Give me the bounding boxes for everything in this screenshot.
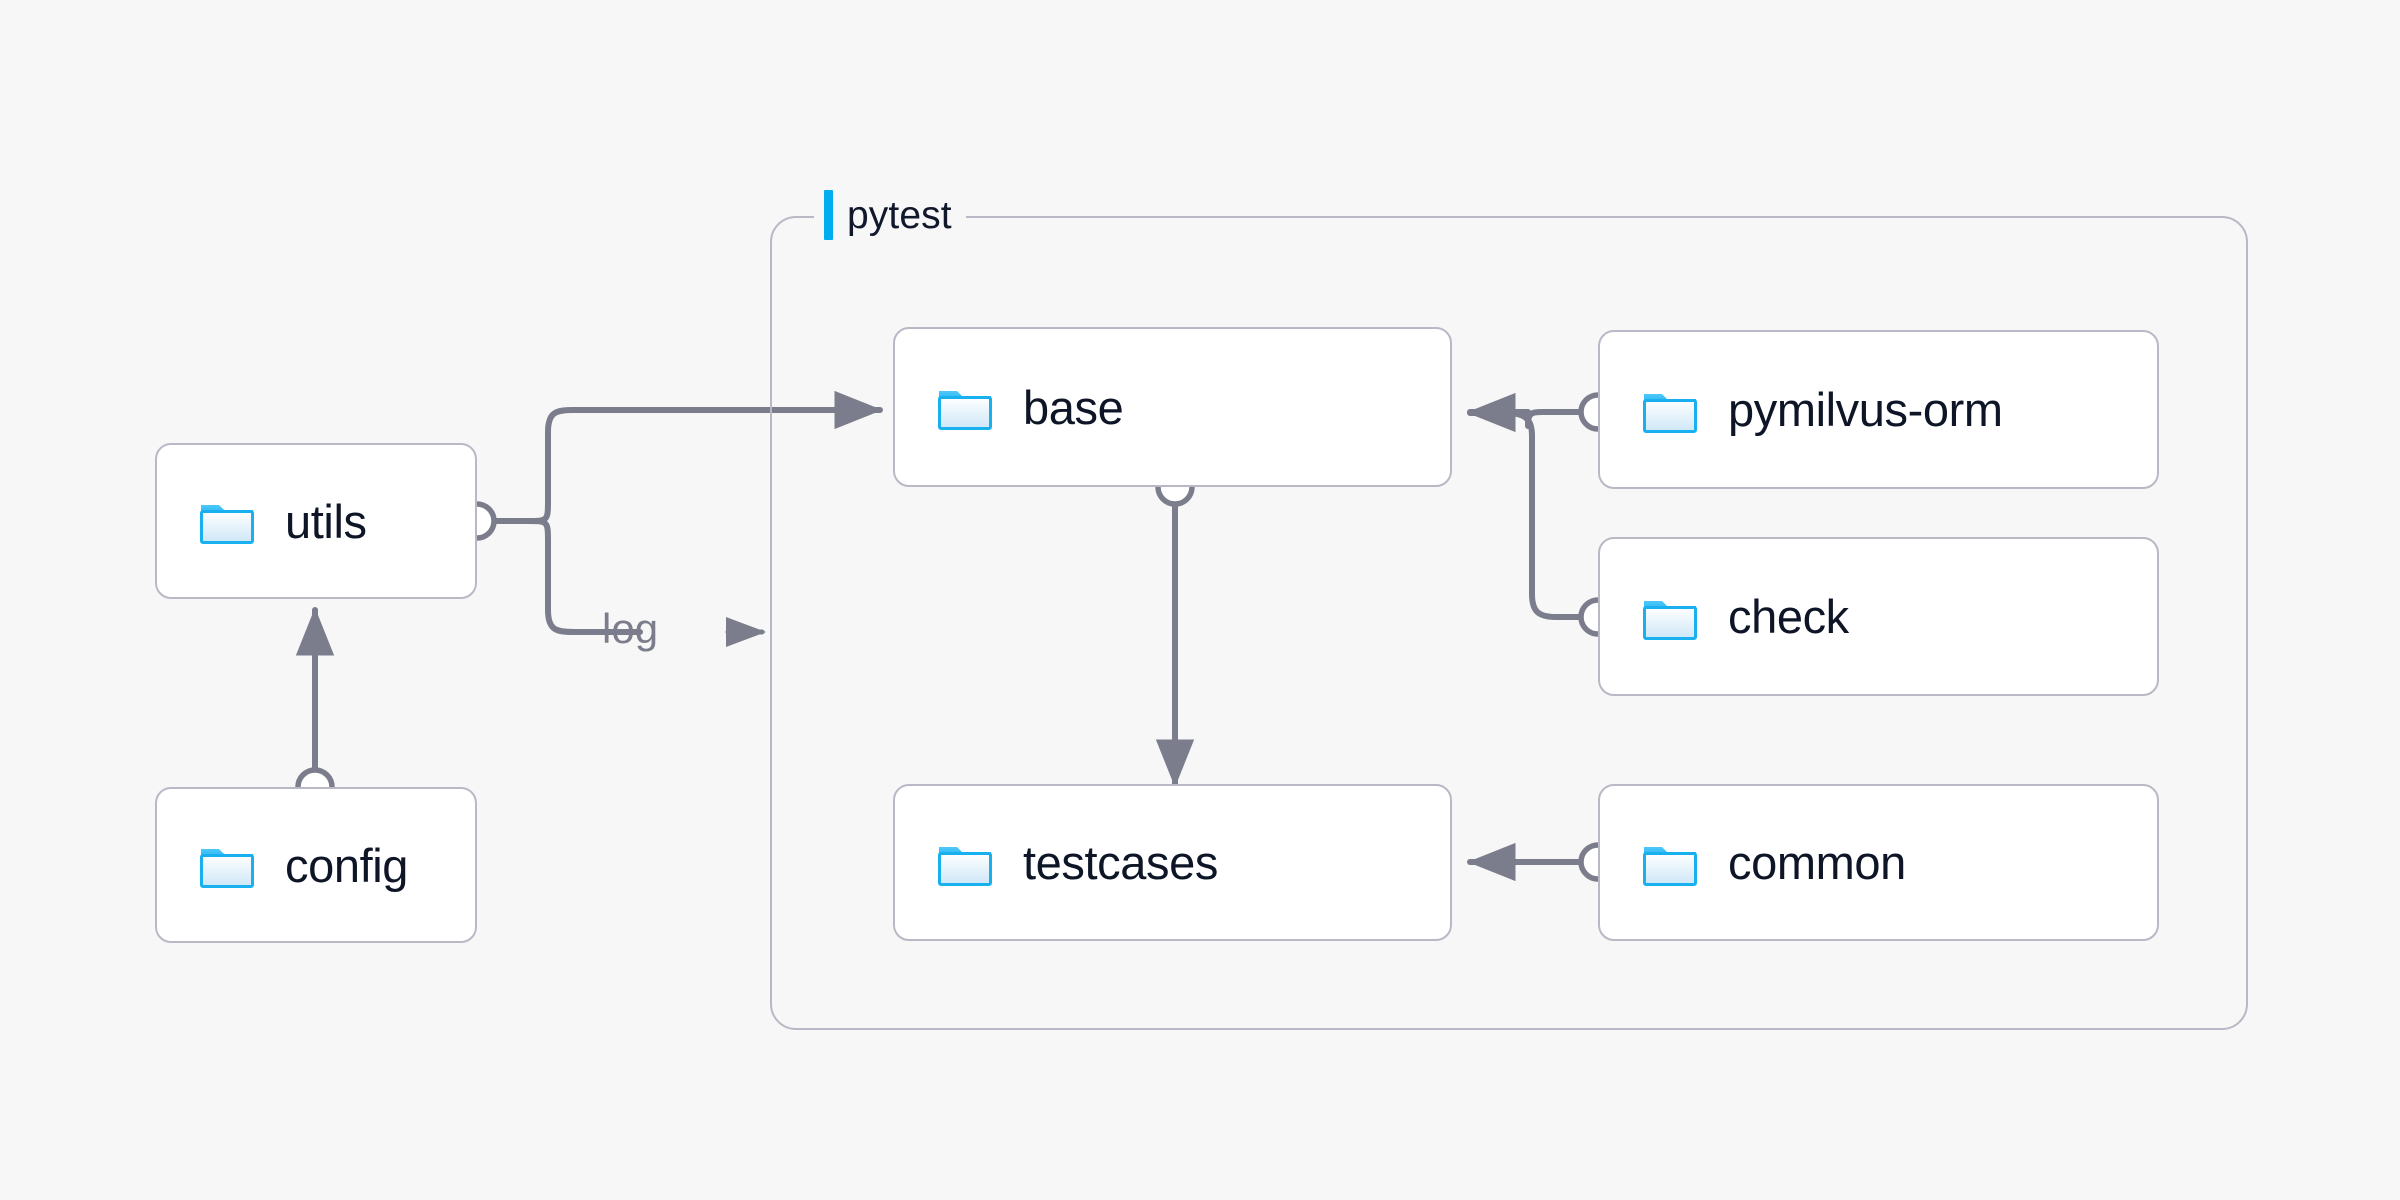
group-pytest-label: pytest [847,193,952,237]
folder-icon [938,391,992,430]
node-testcases[interactable]: testcases [893,784,1452,941]
folder-icon [200,849,254,888]
node-testcases-label: testcases [1023,836,1218,889]
node-utils[interactable]: utils [155,443,477,599]
node-base-label: base [1023,380,1124,434]
folder-icon [1643,846,1697,886]
node-base[interactable]: base [893,327,1452,487]
group-pytest-label-wrap: pytest [814,188,966,242]
node-common[interactable]: common [1598,784,2159,941]
node-pymilvus-orm[interactable]: pymilvus-orm [1598,330,2159,489]
node-pymilvus-orm-label: pymilvus-orm [1728,383,2003,436]
node-check[interactable]: check [1598,537,2159,696]
folder-icon [938,846,992,886]
edge-label-log: log [602,605,659,652]
folder-icon [1643,393,1697,433]
node-common-label: common [1728,836,1906,889]
node-check-label: check [1728,590,1849,643]
folder-icon [1643,600,1697,640]
node-config[interactable]: config [155,787,477,943]
node-utils-label: utils [285,494,367,548]
group-pytest[interactable] [770,216,2248,1030]
folder-icon [200,505,254,544]
accent-bar-icon [824,190,833,240]
node-config-label: config [285,838,409,892]
